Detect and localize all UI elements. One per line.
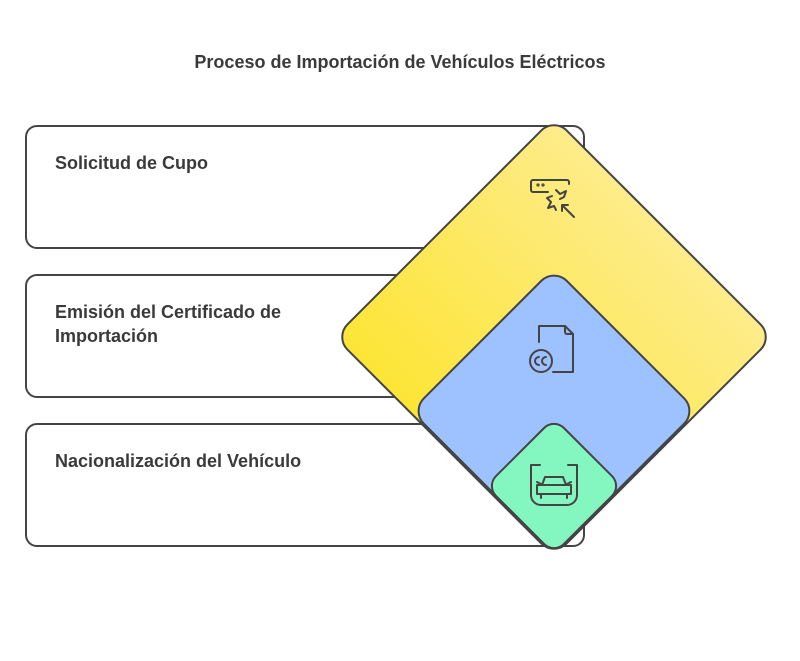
step-label-3: Nacionalización del Vehículo [55,451,302,471]
step-label-1: Solicitud de Cupo [55,153,208,173]
diagram-title: Proceso de Importación de Vehículos Eléc… [194,52,606,72]
click-burst-icon [530,179,575,218]
car-badge-icon [530,464,578,506]
certificate-document-icon [529,325,574,373]
step-label-2: Emisión del Certificado de Importación [55,302,282,346]
diamond-blue [417,274,691,548]
